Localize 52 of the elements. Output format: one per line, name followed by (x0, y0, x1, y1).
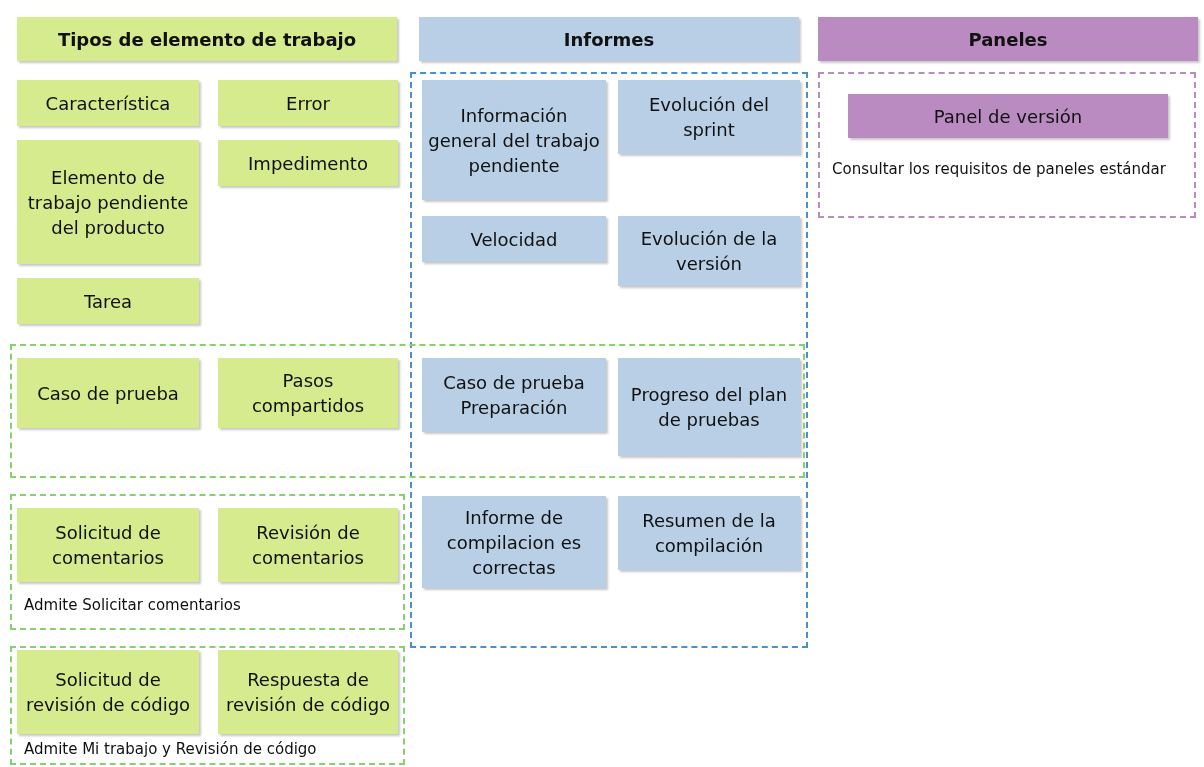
work-item-box (17, 278, 199, 324)
box-label: Resumen de la compilación (641, 509, 777, 558)
box-label: Informe de compilacion es correctas (445, 505, 583, 580)
box-label: Caso de prueba (37, 381, 179, 406)
report-box (618, 216, 800, 286)
box-label: Evolución del sprint (648, 93, 770, 142)
report-box (618, 80, 800, 154)
work-item-box (218, 80, 398, 126)
column-header (17, 17, 397, 61)
work-item-box (218, 508, 398, 582)
report-box (422, 496, 606, 588)
box-label: Tarea (83, 289, 133, 314)
report-box (422, 358, 606, 432)
note-text: Admite Mi trabajo y Revisión de código (24, 739, 318, 760)
work-item-box (17, 650, 199, 734)
box-label: Velocidad (470, 227, 558, 252)
box-label: Impedimento (248, 151, 368, 176)
box-label: Respuesta de revisión de código (224, 668, 392, 717)
box-label: Solicitud de comentarios (51, 521, 165, 570)
work-item-box (218, 650, 398, 734)
dashboard-box (848, 94, 1168, 138)
work-item-box (218, 140, 398, 186)
dashed-group-frame (10, 646, 405, 765)
work-item-box (218, 358, 398, 428)
work-item-box (17, 140, 199, 264)
column-heading: Informes (563, 27, 655, 52)
work-item-box (17, 508, 199, 582)
box-label: Característica (45, 91, 171, 116)
box-label: Evolución de la versión (639, 227, 779, 276)
dashed-group-frame (818, 72, 1196, 218)
box-label: Caso de prueba Preparación (442, 371, 586, 420)
column-heading: Tipos de elemento de trabajo (57, 27, 357, 52)
box-label: Panel de versión (933, 104, 1083, 129)
box-label: Revisión de comentarios (251, 521, 365, 570)
column-heading: Paneles (968, 27, 1048, 52)
box-label: Información general del trabajo pendiente (428, 103, 600, 178)
report-box (422, 80, 606, 200)
dashed-group-frame (10, 494, 405, 630)
box-label: Pasos compartidos (250, 369, 366, 418)
column-header (419, 17, 799, 61)
report-box (618, 358, 800, 456)
box-label: Error (286, 91, 330, 116)
work-item-box (17, 80, 199, 126)
work-item-box (17, 358, 199, 428)
column-header (818, 17, 1198, 61)
note-text: Consultar los requisitos de paneles estándar (832, 159, 1167, 180)
note-text: Admite Solicitar comentarios (24, 595, 242, 616)
report-box (618, 496, 800, 570)
box-label: Progreso del plan de pruebas (629, 383, 789, 432)
report-box (422, 216, 606, 262)
box-label: Elemento de trabajo pendiente del producto (26, 165, 190, 240)
box-label: Solicitud de revisión de código (24, 668, 192, 717)
